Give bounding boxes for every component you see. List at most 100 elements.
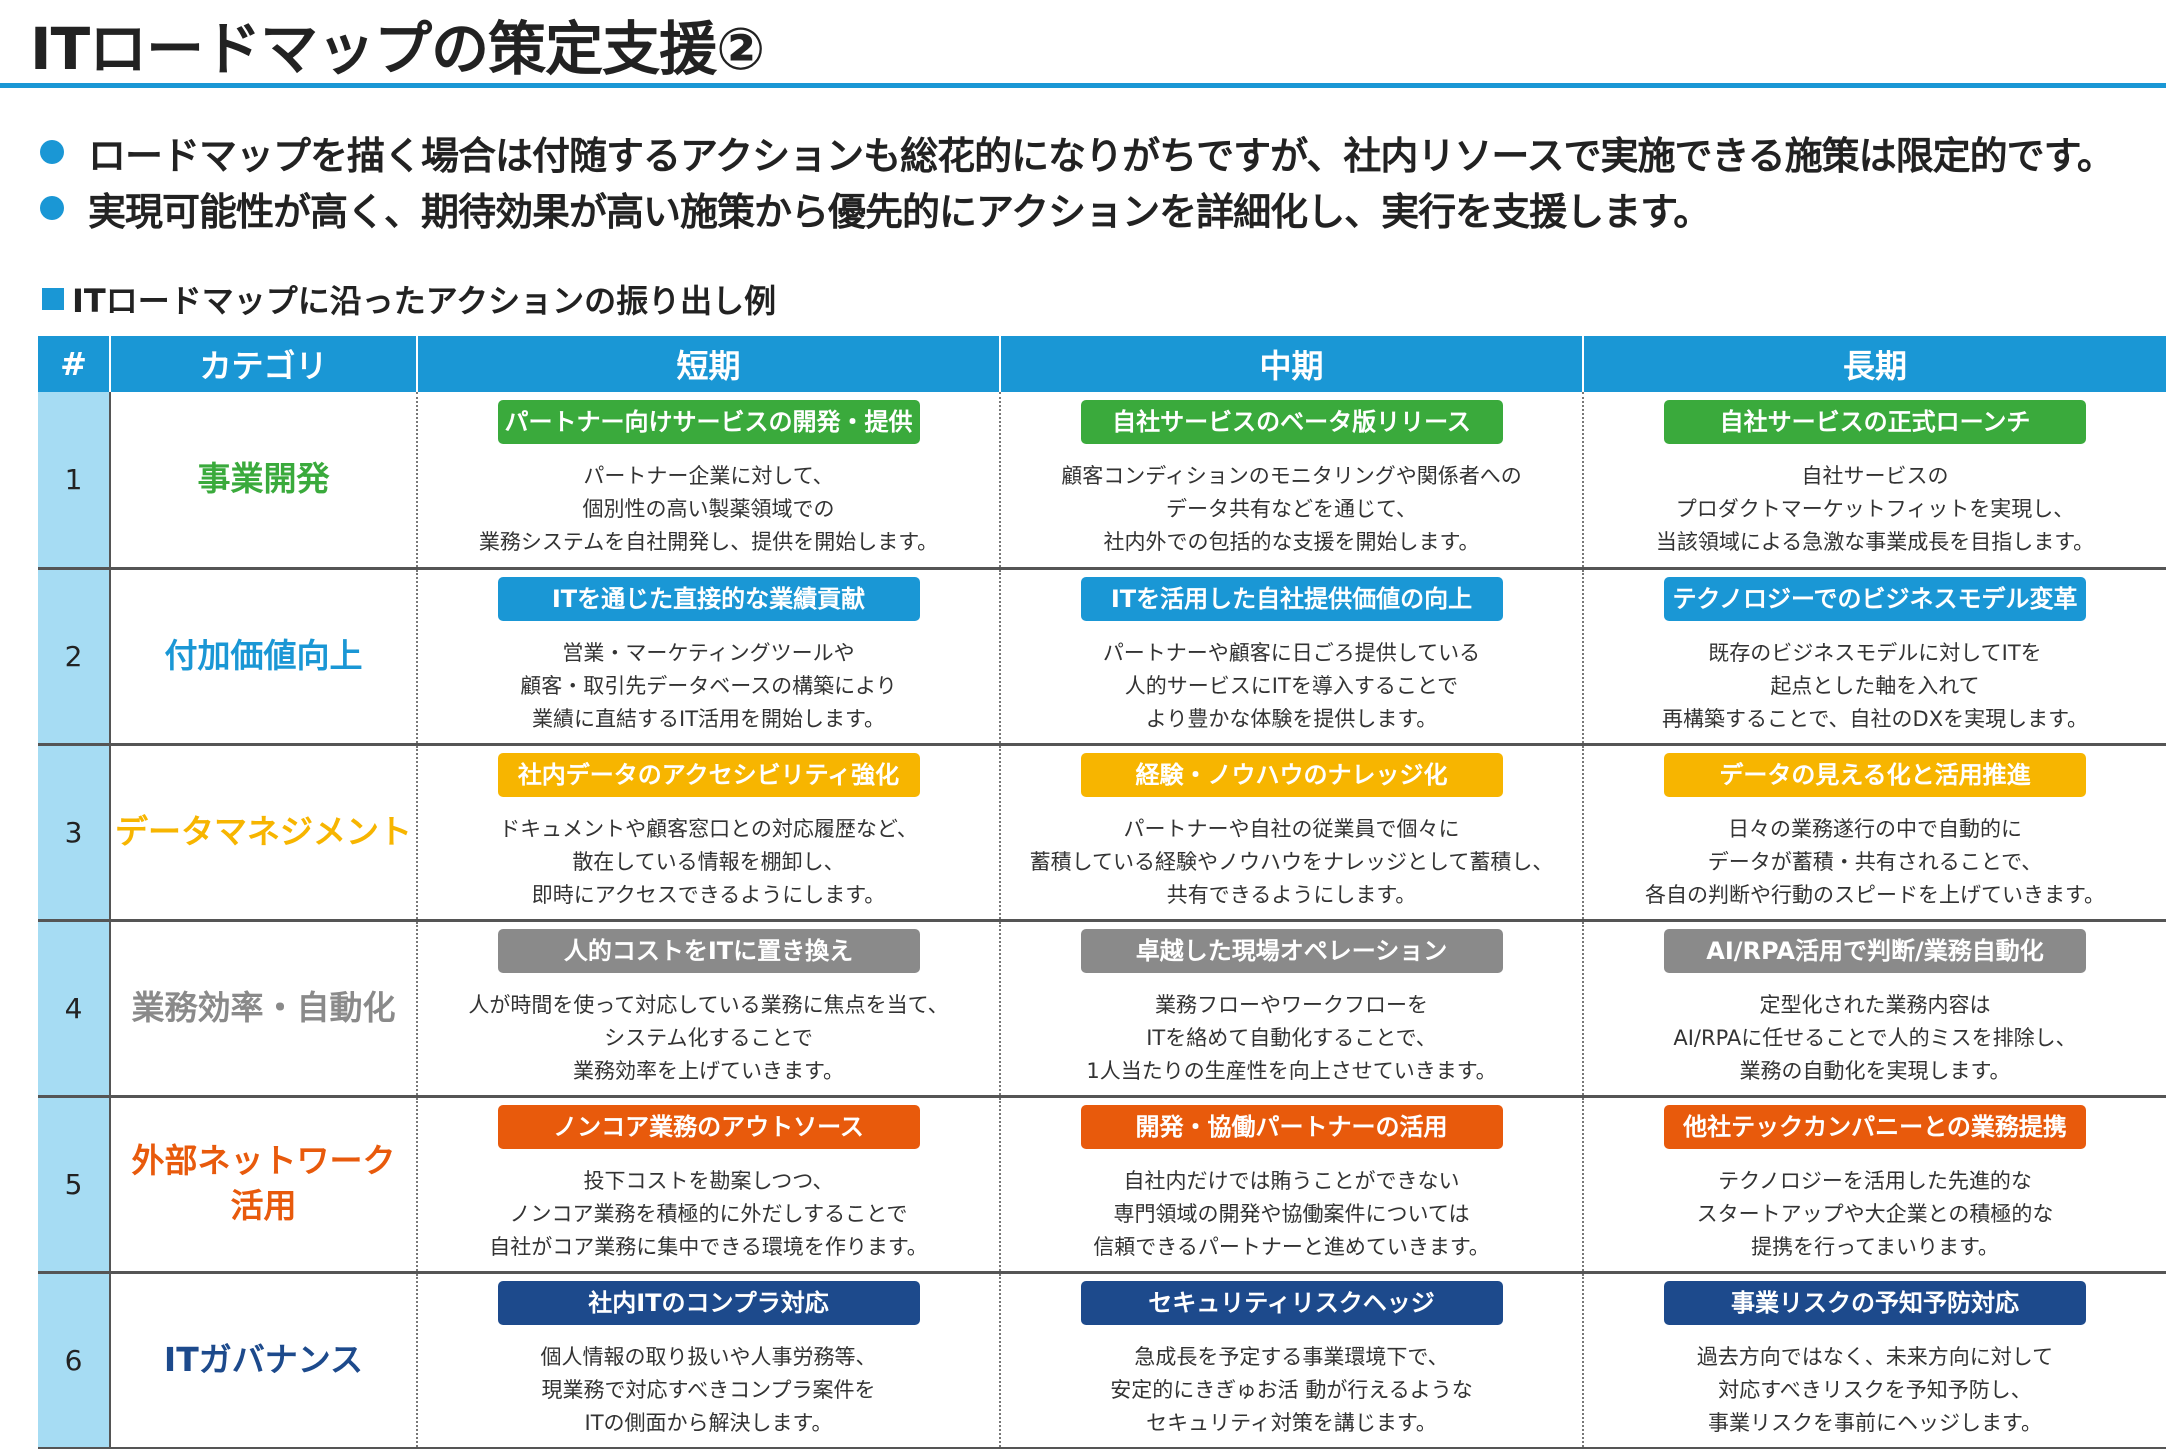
description-line: 対応すべきリスクを予知予防し、	[1718, 1377, 2032, 1402]
row-number: 1	[38, 392, 111, 570]
action-description: パートナーや自社の従業員で個々に蓄積している経験やノウハウをナレッジとして蓄積し…	[1009, 813, 1574, 912]
action-description: 過去方向ではなく、未来方向に対して対応すべきリスクを予知予防し、事業リスクを事前…	[1592, 1341, 2158, 1440]
section-heading-text: ITロードマップに沿ったアクションの振り出し例	[72, 282, 777, 320]
header-long-term: 長期	[1582, 336, 2166, 392]
row-number: 3	[38, 744, 111, 922]
description-line: 定型化された業務内容は	[1759, 992, 1991, 1017]
square-icon	[42, 288, 64, 310]
header-mid-term: 中期	[999, 336, 1583, 392]
action-description: パートナーや顧客に日ごろ提供している人的サービスにITを導入することでより豊かな…	[1009, 637, 1574, 736]
cell-long-term: テクノロジーでのビジネスモデル変革既存のビジネスモデルに対してITを起点とした軸…	[1583, 568, 2166, 746]
cell-mid-term: ITを活用した自社提供価値の向上パートナーや顧客に日ごろ提供している人的サービス…	[1000, 568, 1584, 746]
cell-short-term: 人的コストをITに置き換え人が時間を使って対応している業務に焦点を当て、システム…	[417, 920, 1001, 1098]
action-description: 日々の業務遂行の中で自動的にデータが蓄積・共有されることで、各自の判断や行動のス…	[1592, 813, 2158, 912]
description-line: 個別性の高い製薬領域での	[582, 496, 835, 521]
description-line: 過去方向ではなく、未来方向に対して	[1696, 1344, 2054, 1369]
description-line: 自社内だけでは賄うことができない	[1123, 1168, 1460, 1193]
cell-short-term: パートナー向けサービスの開発・提供パートナー企業に対して、個別性の高い製薬領域で…	[417, 392, 1001, 570]
description-line: ITを絡めて自動化することで、	[1146, 1025, 1437, 1050]
row-category: ITガバナンス	[110, 1272, 418, 1449]
header-number: #	[38, 336, 110, 392]
cell-mid-term: セキュリティリスクヘッジ急成長を予定する事業環境下で、安定的にきぎゅお活 動が行…	[1000, 1272, 1584, 1449]
description-line: セキュリティ対策を講じます。	[1146, 1410, 1437, 1435]
description-line: 当該領域による急激な事業成長を目指します。	[1655, 529, 2095, 554]
action-description: ドキュメントや顧客窓口との対応履歴など、散在している情報を棚卸し、即時にアクセス…	[426, 813, 991, 912]
description-line: 急成長を予定する事業環境下で、	[1134, 1344, 1449, 1369]
cell-mid-term: 自社サービスのベータ版リリース顧客コンディションのモニタリングや関係者へのデータ…	[1000, 392, 1584, 570]
page-title: ITロードマップの策定支援②	[30, 15, 765, 83]
table-row: 6 ITガバナンス 社内ITのコンプラ対応個人情報の取り扱いや人事労務等、現業務で対…	[38, 1272, 2166, 1449]
cell-short-term: ノンコア業務のアウトソース投下コストを勘案しつつ、ノンコア業務を積極的に外だしす…	[417, 1096, 1001, 1274]
bullet-text: ロードマップを描く場合は付随するアクションも総花的になりがちですが、社内リソース…	[88, 133, 2115, 178]
row-number: 6	[38, 1272, 111, 1449]
description-line: 蓄積している経験やノウハウをナレッジとして蓄積し、	[1029, 849, 1554, 874]
title-rule	[0, 83, 2166, 88]
table-header-row: # カテゴリ 短期 中期 長期	[38, 336, 2166, 392]
row-category: 外部ネットワーク活用	[110, 1096, 418, 1274]
description-line: 顧客コンディションのモニタリングや関係者への	[1061, 463, 1522, 488]
action-label: 事業リスクの予知予防対応	[1664, 1280, 2086, 1325]
cell-mid-term: 経験・ノウハウのナレッジ化パートナーや自社の従業員で個々に蓄積している経験やノウ…	[1000, 744, 1584, 922]
action-description: パートナー企業に対して、個別性の高い製薬領域での業務システムを自社開発し、提供を…	[426, 460, 991, 559]
category-label: ITガバナンス	[163, 1339, 364, 1379]
description-line: 事業リスクを事前にヘッジします。	[1708, 1410, 2042, 1435]
description-line: 安定的にきぎゅお活 動が行えるような	[1110, 1377, 1473, 1402]
row-number: 4	[38, 920, 111, 1098]
description-line: 人的サービスにITを導入することで	[1124, 673, 1459, 698]
bullet-item: 実現可能性が高く、期待効果が高い施策から優先的にアクションを詳細化し、実行を支援…	[40, 180, 2114, 236]
description-line: 即時にアクセスできるようにします。	[531, 882, 886, 907]
description-line: 自社サービスの	[1801, 463, 1949, 488]
action-description: 自社内だけでは賄うことができない専門領域の開発や協働案件については信頼できるパー…	[1009, 1165, 1574, 1264]
action-label: AI/RPA活用で判断/業務自動化	[1664, 928, 2086, 973]
description-line: パートナーや顧客に日ごろ提供している	[1102, 640, 1481, 665]
action-label: パートナー向けサービスの開発・提供	[497, 399, 920, 444]
cell-long-term: 他社テックカンパニーとの業務提携テクノロジーを活用した先進的なスタートアップや大…	[1583, 1096, 2166, 1274]
action-description: テクノロジーを活用した先進的なスタートアップや大企業との積極的な提携を行ってまい…	[1592, 1165, 2158, 1264]
description-line: 人が時間を使って対応している業務に焦点を当て、	[468, 992, 949, 1017]
description-line: 営業・マーケティングツールや	[562, 640, 855, 665]
row-category: 業務効率・自動化	[110, 920, 418, 1098]
action-label: 自社サービスの正式ローンチ	[1664, 399, 2086, 444]
description-line: 提携を行ってまいります。	[1751, 1234, 1999, 1259]
description-line: 共有できるようにします。	[1166, 882, 1417, 907]
row-category: 事業開発	[110, 392, 418, 570]
description-line: 再構築することで、自社のDXを実現します。	[1662, 706, 2088, 731]
description-line: 社内外での包括的な支援を開始します。	[1103, 529, 1480, 554]
description-line: データが蓄積・共有されることで、	[1707, 849, 2043, 874]
category-label: 外部ネットワーク	[131, 1141, 396, 1181]
description-line: 専門領域の開発や協働案件については	[1113, 1201, 1470, 1226]
category-label: データマネジメント	[115, 811, 412, 851]
action-label: 人的コストをITに置き換え	[497, 928, 920, 973]
action-label: 社内ITのコンプラ対応	[497, 1280, 920, 1325]
description-line: パートナー企業に対して、	[583, 463, 834, 488]
action-description: 顧客コンディションのモニタリングや関係者へのデータ共有などを通じて、社内外での包…	[1009, 460, 1574, 559]
description-line: 顧客・取引先データベースの構築により	[520, 673, 897, 698]
description-line: より豊かな体験を提供します。	[1145, 706, 1438, 731]
description-line: システム化することで	[604, 1025, 813, 1050]
bullet-dot-icon	[40, 196, 64, 220]
header-category: カテゴリ	[109, 336, 417, 392]
description-line: テクノロジーを活用した先進的な	[1718, 1168, 2032, 1193]
description-line: 1人当たりの生産性を向上させていきます。	[1086, 1058, 1497, 1083]
description-line: ドキュメントや顧客窓口との対応履歴など、	[499, 816, 918, 841]
category-label: 付加価値向上	[164, 635, 363, 675]
category-label: 業務効率・自動化	[131, 987, 396, 1027]
action-label: 社内データのアクセシビリティ強化	[497, 752, 920, 797]
description-line: プロダクトマーケットフィットを実現し、	[1675, 496, 2075, 521]
bullet-item: ロードマップを描く場合は付随するアクションも総花的になりがちですが、社内リソース…	[40, 124, 2115, 180]
action-description: 営業・マーケティングツールや顧客・取引先データベースの構築により業績に直結するI…	[426, 637, 991, 736]
bullet-text: 実現可能性が高く、期待効果が高い施策から優先的にアクションを詳細化し、実行を支援…	[88, 189, 1711, 234]
cell-short-term: 社内データのアクセシビリティ強化ドキュメントや顧客窓口との対応履歴など、散在して…	[417, 744, 1001, 922]
row-number: 2	[38, 568, 111, 746]
cell-long-term: データの見える化と活用推進日々の業務遂行の中で自動的にデータが蓄積・共有されるこ…	[1583, 744, 2166, 922]
description-line: 業務フローやワークフローを	[1155, 992, 1428, 1017]
